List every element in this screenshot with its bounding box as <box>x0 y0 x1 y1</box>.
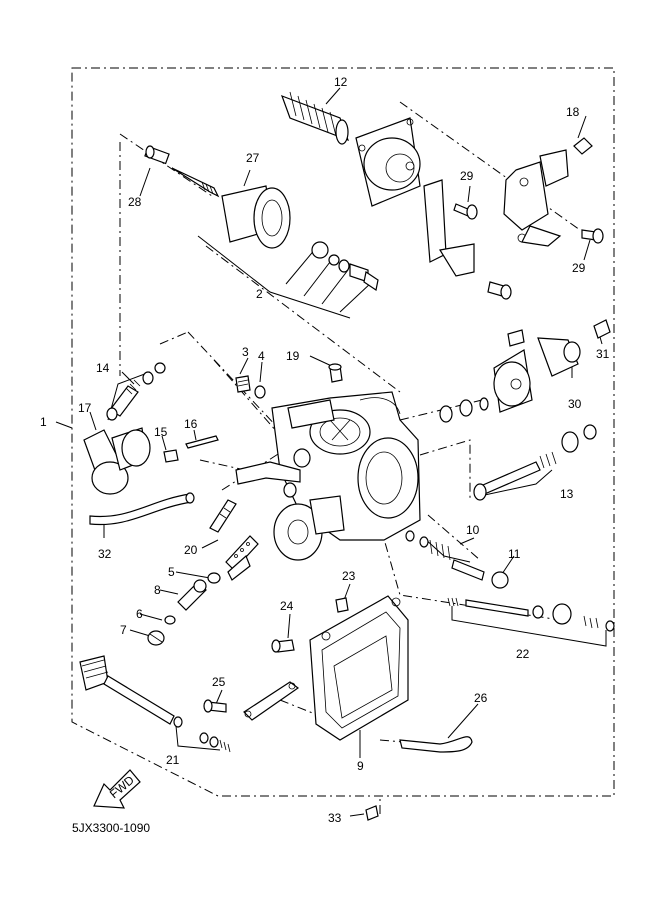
callout-31: 31 <box>596 347 610 361</box>
callout-2: 2 <box>256 287 263 301</box>
throttle-linkage <box>235 448 311 498</box>
needle-parts-2 <box>311 241 379 291</box>
jet-needle <box>171 167 220 198</box>
seal-rings <box>439 397 489 423</box>
float-bowl-9 <box>309 595 409 741</box>
screw-19 <box>328 363 343 383</box>
callout-19: 19 <box>286 349 300 363</box>
plug-7 <box>147 630 165 646</box>
callout-labels: 1 2 3 4 5 6 7 8 9 10 11 12 13 14 15 16 1… <box>40 75 610 825</box>
callout-10: 10 <box>466 523 480 537</box>
o-ring-6 <box>164 615 176 625</box>
main-jet <box>227 554 251 581</box>
drain-hose-26 <box>399 736 473 753</box>
callout-30: 30 <box>568 397 582 411</box>
callout-28: 28 <box>128 195 142 209</box>
needle-jet <box>225 535 259 571</box>
drawing-code: 5JX3300-1090 <box>72 821 150 835</box>
callout-14: 14 <box>96 361 110 375</box>
callout-21: 21 <box>166 753 180 767</box>
leader-lines <box>55 87 603 817</box>
starter-17 <box>83 427 151 495</box>
callout-15: 15 <box>154 425 168 439</box>
screw-24 <box>271 639 295 653</box>
callout-26: 26 <box>474 691 488 705</box>
screw-31 <box>593 319 611 339</box>
throttle-stop-13 <box>473 424 597 501</box>
cable-holder <box>423 179 512 300</box>
callout-27: 27 <box>246 151 260 165</box>
assembly-boundary <box>71 67 615 797</box>
callout-17: 17 <box>78 401 92 415</box>
callout-6: 6 <box>136 607 143 621</box>
callout-29a: 29 <box>460 169 474 183</box>
screw-25 <box>203 699 227 713</box>
callout-9: 9 <box>357 759 364 773</box>
pin-16 <box>185 435 219 449</box>
callout-1: 1 <box>40 415 47 429</box>
callout-11: 11 <box>508 547 521 561</box>
throttle-bracket <box>503 149 569 247</box>
screw-29-top <box>453 203 478 220</box>
screw-29-right <box>581 228 604 244</box>
plug-11 <box>491 571 509 589</box>
washer-4 <box>254 385 266 399</box>
pin-28 <box>144 145 170 165</box>
callout-33: 33 <box>328 811 342 825</box>
pilot-screw-20 <box>209 499 237 533</box>
callout-7: 7 <box>120 623 127 637</box>
idle-screw-10 <box>405 530 485 581</box>
callout-3: 3 <box>242 345 249 359</box>
callout-8: 8 <box>154 583 161 597</box>
callout-22: 22 <box>516 647 530 661</box>
callout-32: 32 <box>98 547 112 561</box>
callout-16: 16 <box>184 417 198 431</box>
spring-12 <box>280 91 350 145</box>
starter-plate <box>273 495 345 561</box>
screw-upper-left-30 <box>507 329 525 347</box>
screw-23 <box>335 597 349 613</box>
callout-12: 12 <box>334 75 348 89</box>
valve-14 <box>106 362 166 421</box>
screw-15 <box>163 449 179 463</box>
callout-4: 4 <box>258 349 265 363</box>
screw-3 <box>235 375 251 393</box>
piston-diaphragm-27 <box>221 185 291 249</box>
callout-18: 18 <box>566 105 580 119</box>
clip-33 <box>365 805 379 821</box>
screw-18 <box>573 137 593 155</box>
hose-32 <box>89 492 195 526</box>
fwd-arrow: FWD <box>93 769 141 809</box>
carburetor-body <box>271 391 421 541</box>
callout-23: 23 <box>342 569 356 583</box>
callout-25: 25 <box>212 675 226 689</box>
callout-13: 13 <box>560 487 574 501</box>
jet-8 <box>177 579 207 611</box>
callout-20: 20 <box>184 543 198 557</box>
pulley-30 <box>493 337 581 413</box>
callout-29b: 29 <box>572 261 586 275</box>
callout-24: 24 <box>280 599 294 613</box>
link-plate <box>243 681 300 721</box>
shaft-22 <box>447 597 615 632</box>
shaft-21 <box>79 655 231 753</box>
o-ring-5 <box>207 572 221 584</box>
callout-5: 5 <box>168 565 175 579</box>
diaphragm-cover <box>355 117 421 207</box>
group-brackets <box>107 235 607 751</box>
